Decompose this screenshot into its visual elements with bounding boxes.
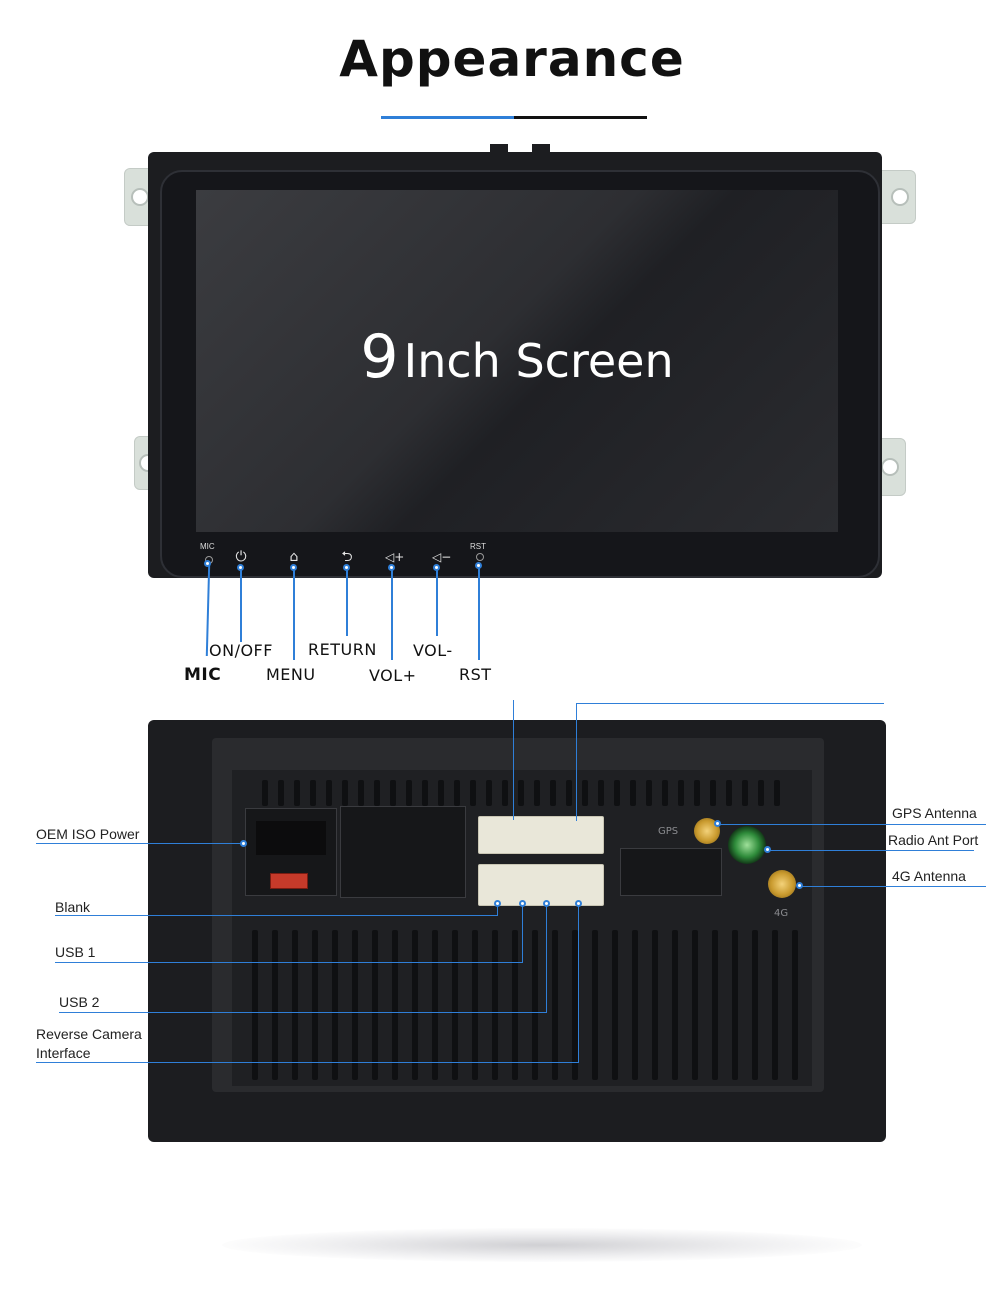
gps-antenna-line bbox=[718, 824, 986, 825]
volplus-callout-dot bbox=[388, 564, 395, 571]
usb1-label: USB 1 bbox=[55, 944, 96, 960]
onoff-callout-dot bbox=[237, 564, 244, 571]
mic-callout-dot bbox=[204, 560, 211, 567]
blank-dot bbox=[494, 900, 501, 907]
oem-iso-power-dot bbox=[240, 840, 247, 847]
usb2-vline bbox=[546, 904, 547, 1012]
fourg-antenna-port[interactable] bbox=[768, 870, 796, 898]
menu-callout-line bbox=[293, 568, 295, 660]
oem-iso-power-line bbox=[36, 843, 246, 844]
display-screen[interactable] bbox=[196, 190, 838, 532]
mount-ear-top-right bbox=[880, 170, 916, 224]
mic-label: MIC bbox=[184, 665, 222, 685]
volume-up-icon[interactable]: ◁+ bbox=[385, 550, 405, 564]
onoff-label: ON/OFF bbox=[209, 641, 273, 660]
volminus-callout-line bbox=[436, 568, 438, 636]
reverse-camera-vline bbox=[578, 904, 579, 1062]
rst-label: RST bbox=[459, 665, 492, 684]
return-callout-dot bbox=[343, 564, 350, 571]
usb2-label: USB 2 bbox=[59, 994, 100, 1010]
reverse-camera-line bbox=[36, 1062, 579, 1063]
bottom-connector[interactable] bbox=[478, 864, 604, 906]
title-underline bbox=[381, 116, 647, 119]
gps-antenna-label: GPS Antenna bbox=[892, 805, 977, 821]
reverse-camera-label-line2: Interface bbox=[36, 1045, 91, 1061]
mid-vent-block bbox=[340, 806, 466, 898]
return-callout-line bbox=[346, 568, 348, 636]
iso-power-connector[interactable] bbox=[245, 808, 337, 896]
usb1-vline bbox=[522, 904, 523, 962]
floor-shadow bbox=[222, 1228, 862, 1262]
top-connector-callout-b bbox=[576, 703, 577, 821]
back-icon[interactable]: ⮌ bbox=[341, 549, 353, 565]
usb2-dot bbox=[543, 900, 550, 907]
menu-label: MENU bbox=[266, 665, 316, 684]
rst-callout-line bbox=[478, 566, 480, 660]
blank-line bbox=[55, 915, 497, 916]
top-connector[interactable] bbox=[478, 816, 604, 854]
volume-down-icon[interactable]: ◁− bbox=[432, 550, 452, 564]
screen-size-number: 9 bbox=[360, 322, 399, 392]
home-icon[interactable]: ⌂ bbox=[289, 549, 299, 565]
fourg-antenna-dot bbox=[796, 882, 803, 889]
radio-ant-port-line bbox=[768, 850, 974, 851]
reset-hole-icon[interactable] bbox=[476, 553, 484, 561]
blank-label: Blank bbox=[55, 899, 91, 915]
radio-ant-port-label: Radio Ant Port bbox=[888, 832, 979, 848]
volplus-callout-line bbox=[391, 568, 393, 660]
radio-ant-port[interactable] bbox=[728, 826, 766, 864]
usb1-line bbox=[55, 962, 523, 963]
onoff-callout-line bbox=[240, 568, 242, 642]
mic-mark: MIC bbox=[200, 542, 215, 551]
radio-ant-port-dot bbox=[764, 846, 771, 853]
return-label: RETURN bbox=[308, 640, 377, 659]
page-title: Appearance bbox=[339, 30, 685, 88]
top-connector-callout-a bbox=[513, 700, 514, 820]
volminus-callout-dot bbox=[433, 564, 440, 571]
screen-size-caption: 9 Inch Screen bbox=[196, 322, 838, 392]
fourg-antenna-label: 4G Antenna bbox=[892, 868, 966, 884]
blank-vline bbox=[497, 904, 498, 916]
reverse-camera-dot bbox=[575, 900, 582, 907]
rst-callout-dot bbox=[475, 562, 482, 569]
oem-iso-power-label: OEM ISO Power bbox=[36, 826, 140, 842]
screen-size-text: Inch Screen bbox=[403, 334, 674, 388]
gps-antenna-dot bbox=[714, 820, 721, 827]
volminus-label: VOL- bbox=[413, 641, 453, 660]
usb1-dot bbox=[519, 900, 526, 907]
usb2-line bbox=[59, 1012, 547, 1013]
fuse bbox=[270, 873, 308, 889]
gps-mark: GPS bbox=[658, 826, 679, 837]
menu-callout-dot bbox=[290, 564, 297, 571]
fourg-mark: 4G bbox=[774, 908, 789, 919]
reverse-camera-label-line1: Reverse Camera bbox=[36, 1026, 142, 1042]
right-vent-block bbox=[620, 848, 722, 896]
top-callout-rule bbox=[576, 703, 884, 704]
power-icon[interactable]: ⏻ bbox=[235, 549, 247, 565]
volplus-label: VOL+ bbox=[369, 666, 417, 685]
rst-mark: RST bbox=[470, 542, 486, 551]
fourg-antenna-line bbox=[800, 886, 986, 887]
